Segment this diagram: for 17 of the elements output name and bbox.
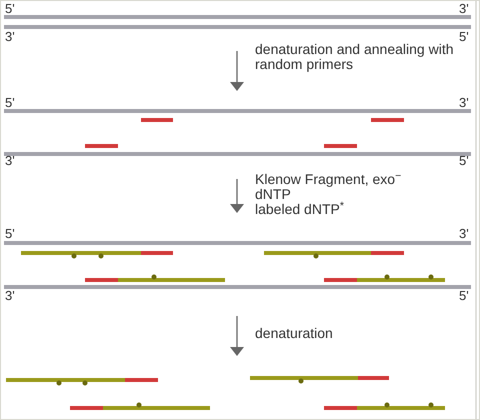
strand-end-label: 5': [5, 95, 15, 110]
strand-end-label: 3': [5, 153, 15, 168]
step-label: denaturation and annealing with random primers: [255, 42, 454, 72]
strand-end-label: 5': [459, 288, 469, 303]
strand-end-label: 3': [5, 29, 15, 44]
step-label: dNTP: [255, 187, 292, 202]
strand-end-label: 3': [459, 226, 469, 241]
strand-end-label: 5': [459, 29, 469, 44]
strand-end-label: 5': [459, 153, 469, 168]
strand-end-label: 5': [5, 1, 15, 16]
strand-end-label: 3': [5, 288, 15, 303]
strand-end-label: 3': [459, 1, 469, 16]
step-label: denaturation: [255, 326, 334, 341]
strand-end-label: 3': [459, 95, 469, 110]
step-label: labeled dNTP$^{*}$: [255, 202, 345, 217]
strand-end-label: 5': [5, 226, 15, 241]
step-label: Klenow Fragment, exo$^{−}$: [255, 172, 402, 187]
